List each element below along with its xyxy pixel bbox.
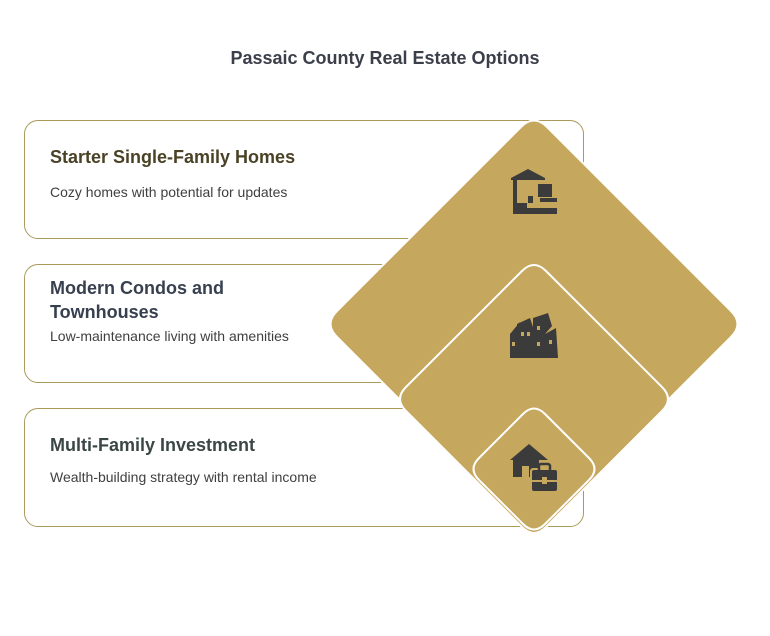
house-icon (511, 169, 557, 214)
diagram-title: Passaic County Real Estate Options (230, 48, 540, 68)
house-briefcase-icon (510, 444, 559, 492)
option-title: Modern Condos and Townhouses (50, 278, 224, 322)
medium-diamond (399, 264, 669, 534)
buildings-icon (510, 313, 558, 358)
option-description: Low-maintenance living with amenities (50, 328, 289, 344)
option-title: Starter Single-Family Homes (50, 147, 296, 167)
option-title: Multi-Family Investment (50, 435, 256, 455)
option-description: Wealth-building strategy with rental inc… (50, 469, 317, 485)
option-description: Cozy homes with potential for updates (50, 184, 288, 200)
